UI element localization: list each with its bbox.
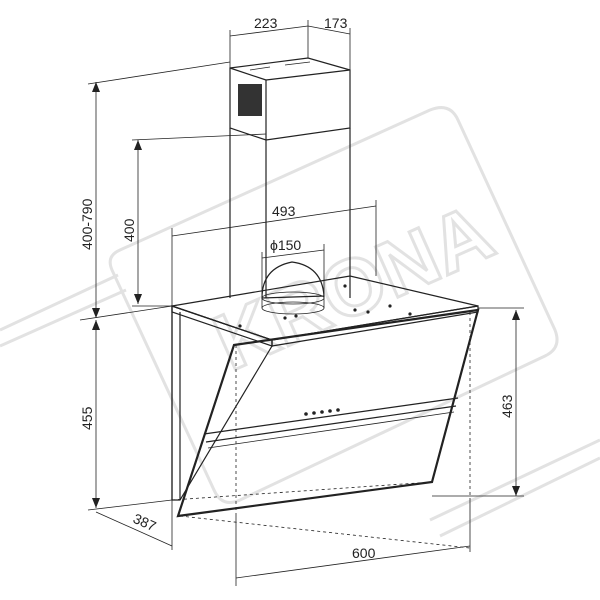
dim-chimney-inner: 400: [121, 218, 137, 242]
dim-base-width: 600: [352, 545, 376, 561]
dim-outlet-diameter: ϕ150: [270, 237, 301, 253]
vent-grille-icon: [238, 84, 262, 116]
svg-text:KRONA: KRONA: [201, 187, 505, 388]
arrowheads: [92, 82, 520, 508]
dim-chimney-height: 400-790: [79, 198, 95, 250]
guide-lines: [171, 312, 471, 549]
dimension-lines: [79, 20, 524, 586]
control-buttons: [304, 408, 340, 416]
dim-body-height-left: 455: [79, 406, 95, 430]
dim-hood-depth: 493: [272, 203, 296, 219]
duct-box: [229, 57, 351, 141]
dim-base-depth: 387: [131, 510, 159, 534]
dim-body-height-right: 463: [499, 394, 515, 418]
chimney: [229, 128, 351, 298]
dim-duct-depth: 173: [324, 15, 348, 31]
dim-duct-width: 223: [254, 15, 278, 31]
watermark-logo: KRONA: [0, 106, 600, 538]
